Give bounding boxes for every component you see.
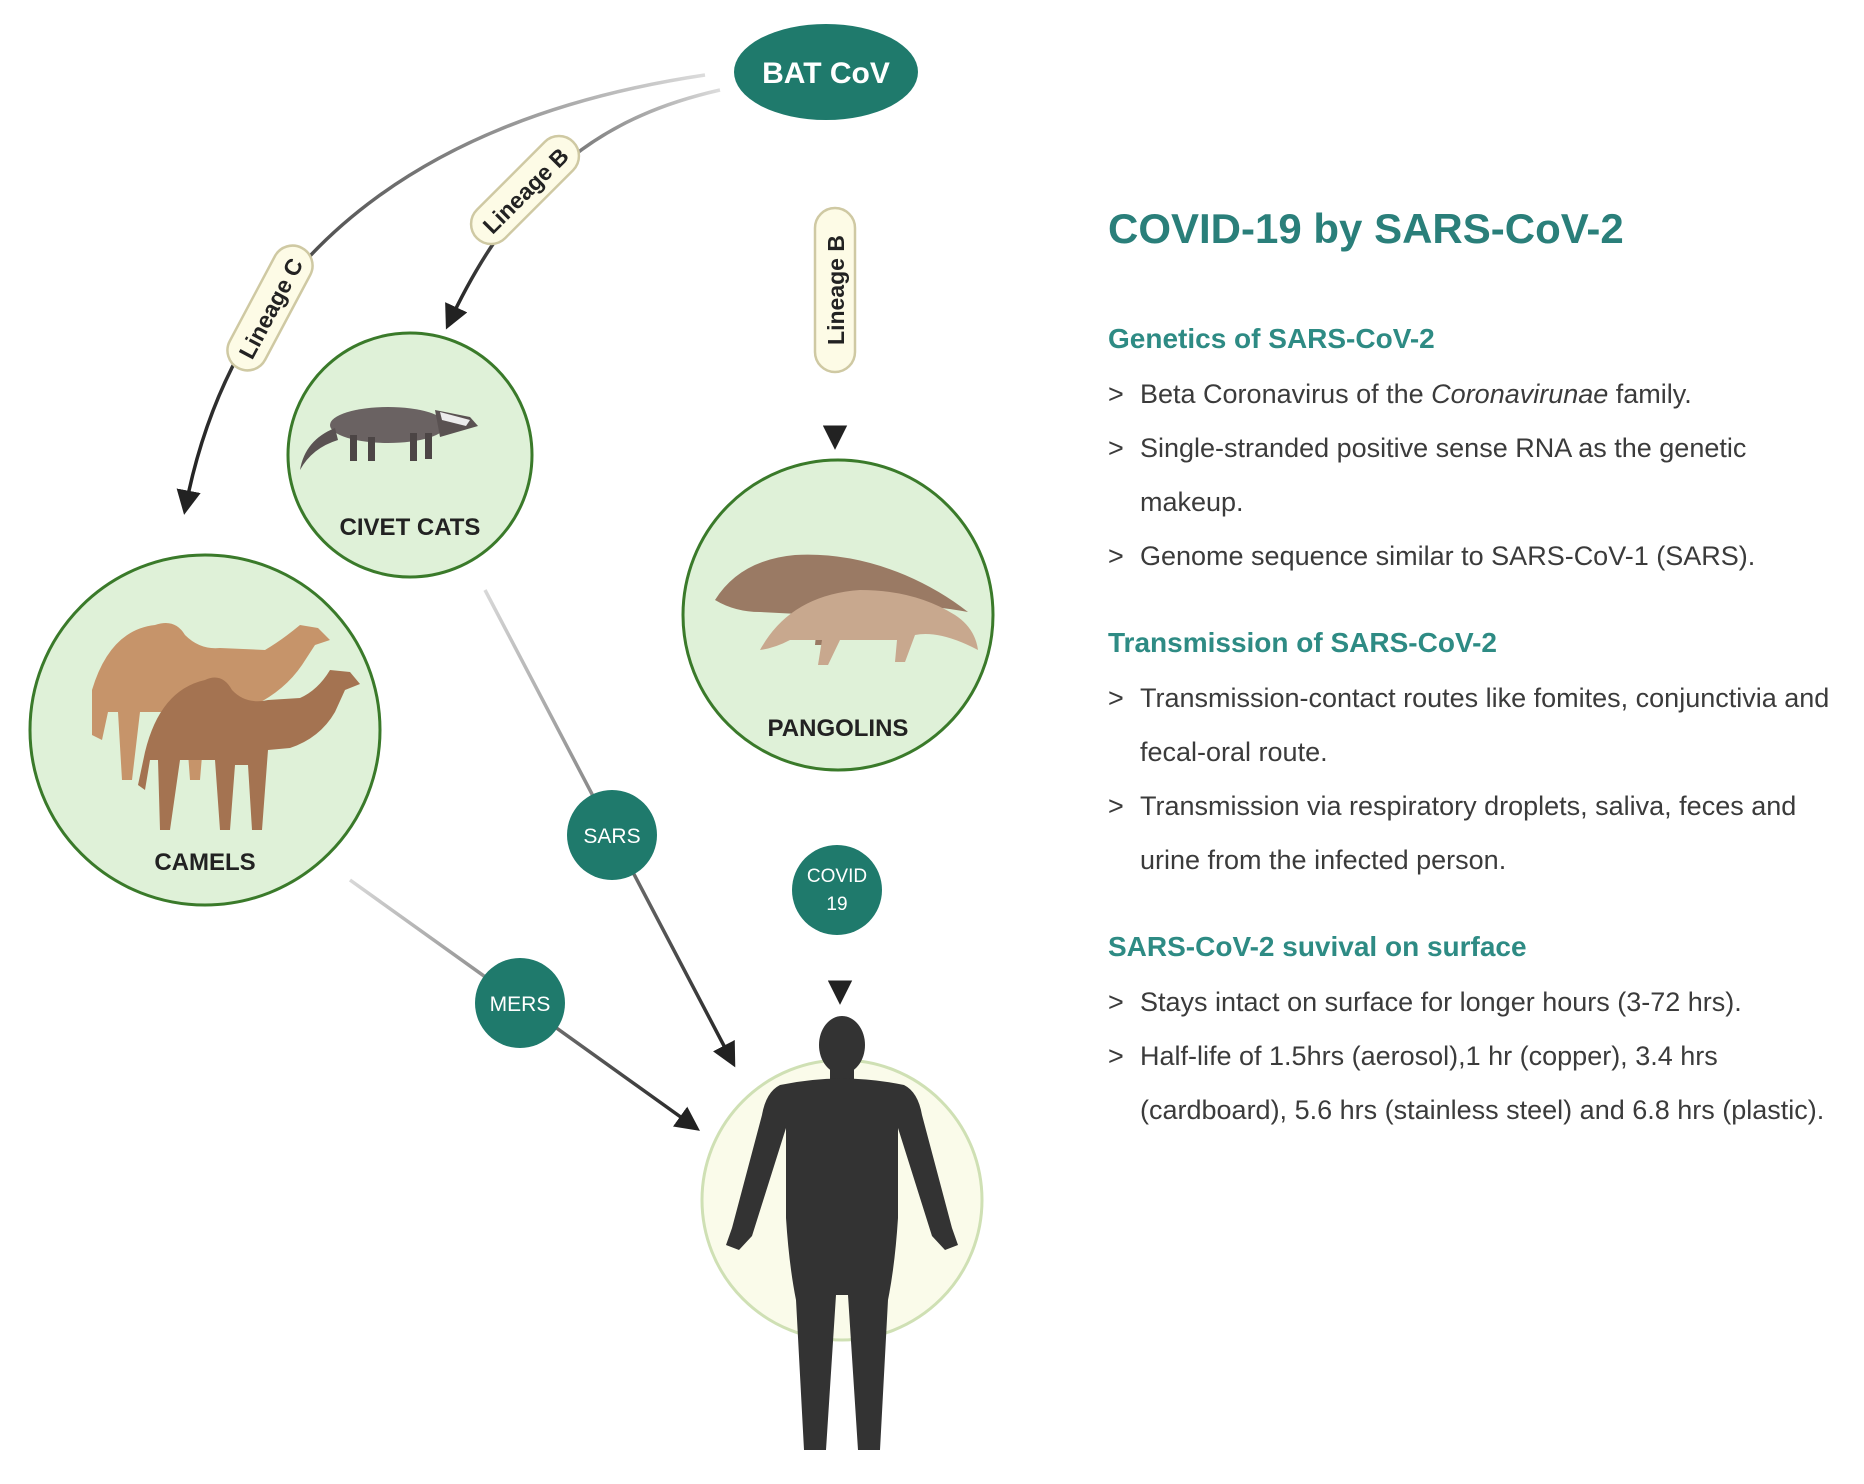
genetics-bullet-3: > Genome sequence similar to SARS-CoV-1 …	[1108, 529, 1853, 583]
chevron-icon: >	[1108, 791, 1124, 821]
survival-section: SARS-CoV-2 suvival on surface > Stays in…	[1108, 931, 1853, 1137]
covid-label-line1: COVID	[807, 866, 867, 887]
chevron-icon: >	[1108, 379, 1124, 409]
transmission-bullet-2: > Transmission via respiratory droplets,…	[1108, 779, 1853, 887]
sars-label: SARS	[583, 825, 640, 848]
human-node	[700, 1016, 984, 1450]
pangolins-label: PANGOLINS	[768, 715, 909, 742]
camels-icon	[92, 622, 360, 830]
panel-title: COVID-19 by SARS-CoV-2	[1108, 205, 1624, 252]
civet-cats-label: CIVET CATS	[340, 514, 481, 541]
camels-node: CAMELS	[28, 553, 382, 907]
chevron-icon: >	[1108, 683, 1124, 713]
lineage-b-pangolin-label: Lineage B	[823, 235, 849, 345]
chevron-icon: >	[1108, 541, 1124, 571]
genetics-section: Genetics of SARS-CoV-2 > Beta Coronaviru…	[1108, 323, 1853, 583]
chevron-icon: >	[1108, 987, 1124, 1017]
survival-title: SARS-CoV-2 suvival on surface	[1108, 931, 1527, 962]
covid-label-line2: 19	[826, 894, 847, 915]
survival-bullet-1: > Stays intact on surface for longer hou…	[1108, 975, 1853, 1029]
mers-badge: MERS	[475, 958, 565, 1048]
transmission-section: Transmission of SARS-CoV-2 > Transmissio…	[1108, 627, 1853, 887]
lineage-c-connector	[176, 73, 706, 515]
genetics-bullet-2: > Single-stranded positive sense RNA as …	[1108, 421, 1853, 529]
human-icon	[726, 1016, 958, 1450]
bat-cov-node: BAT CoV	[734, 24, 918, 120]
lineage-b-civet-tag: Lineage B	[469, 134, 581, 246]
genetics-bullet-1: > Beta Coronavirus of the Coronavirunae …	[1108, 367, 1853, 421]
pangolins-icon	[715, 554, 978, 665]
chevron-icon: >	[1108, 433, 1124, 463]
survival-bullet-2: > Half-life of 1.5hrs (aerosol),1 hr (co…	[1108, 1029, 1853, 1137]
camels-label: CAMELS	[154, 849, 255, 876]
bat-cov-label: BAT CoV	[762, 57, 890, 90]
lineage-c-tag: Lineage C	[226, 244, 314, 372]
transmission-title: Transmission of SARS-CoV-2	[1108, 627, 1497, 658]
mers-label: MERS	[490, 993, 551, 1016]
lineage-b-pangolin-tag: Lineage B	[813, 206, 857, 374]
genetics-title: Genetics of SARS-CoV-2	[1108, 323, 1435, 354]
pangolins-node: PANGOLINS	[681, 458, 995, 772]
chevron-icon: >	[1108, 1041, 1124, 1071]
civet-cat-icon	[300, 407, 478, 470]
civet-cats-node: CIVET CATS	[286, 331, 534, 579]
lineage-b-civet-label: Lineage B	[478, 143, 574, 239]
family-name: Coronavirunae	[1431, 379, 1609, 409]
sars-badge: SARS	[567, 790, 657, 880]
info-panel: COVID-19 by SARS-CoV-2 Genetics of SARS-…	[1108, 205, 1853, 1181]
covid-19-badge: COVID 19	[792, 845, 882, 935]
transmission-bullet-1: > Transmission-contact routes like fomit…	[1108, 671, 1853, 779]
